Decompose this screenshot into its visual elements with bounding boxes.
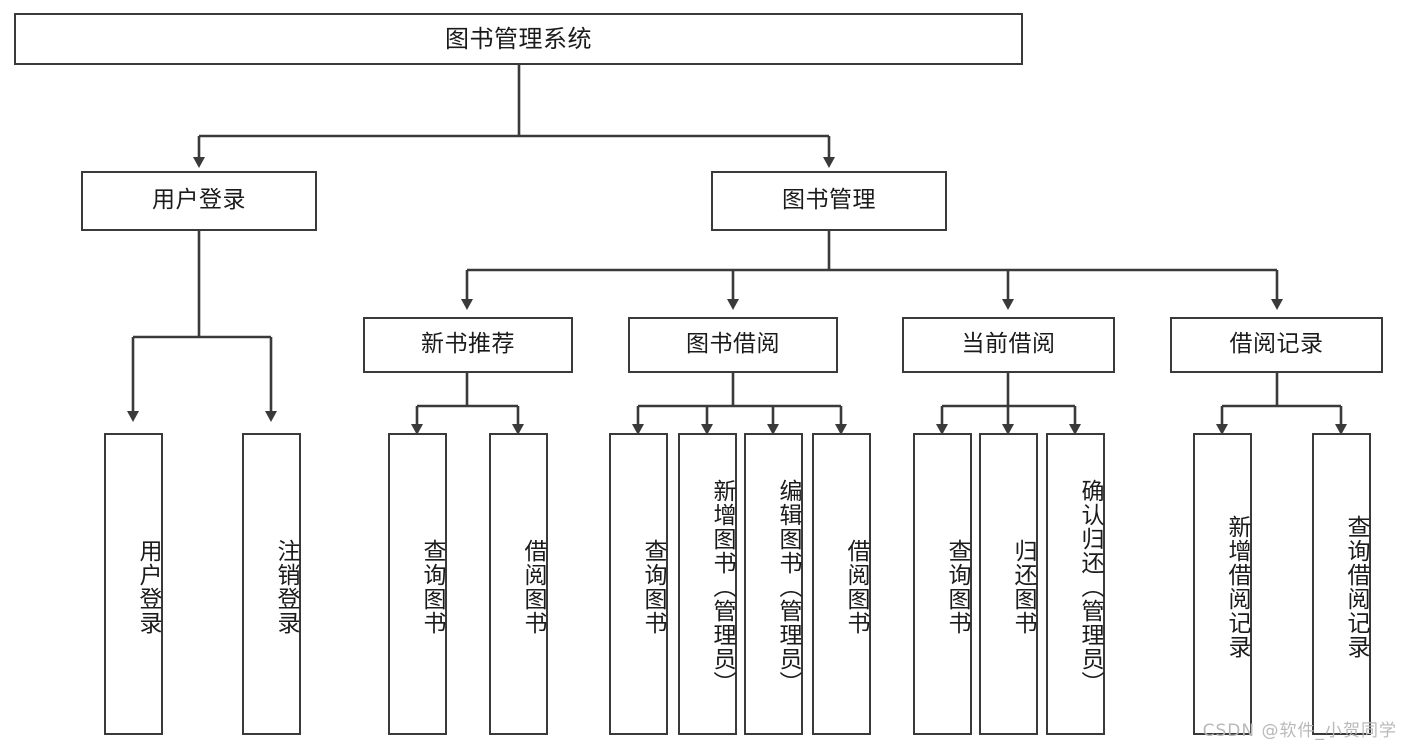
leaf-current-borrow-query-book[interactable]: 查询图书 bbox=[913, 433, 972, 735]
node-current-borrow[interactable]: 当前借阅 bbox=[902, 317, 1115, 373]
leaf-book-borrow-edit-book-admin[interactable]: 编辑图书（管理员） bbox=[744, 433, 803, 735]
node-new-book-recommend[interactable]: 新书推荐 bbox=[363, 317, 573, 373]
leaf-book-borrow-add-book-admin[interactable]: 新增图书（管理员） bbox=[678, 433, 737, 735]
leaf-borrow-record-add-record[interactable]: 新增借阅记录 bbox=[1193, 433, 1252, 735]
leaf-book-borrow-borrow-book[interactable]: 借阅图书 bbox=[812, 433, 871, 735]
leaf-user-login-logout[interactable]: 注销登录 bbox=[242, 433, 301, 735]
leaf-new-book-borrow-book[interactable]: 借阅图书 bbox=[489, 433, 548, 735]
node-book-management[interactable]: 图书管理 bbox=[711, 171, 947, 231]
node-borrow-record[interactable]: 借阅记录 bbox=[1170, 317, 1383, 373]
watermark-text: CSDN @软件_小贺同学 bbox=[1202, 721, 1397, 741]
leaf-new-book-query-book[interactable]: 查询图书 bbox=[388, 433, 447, 735]
leaf-current-borrow-confirm-return-admin[interactable]: 确认归还（管理员） bbox=[1046, 433, 1105, 735]
node-user-login[interactable]: 用户登录 bbox=[81, 171, 317, 231]
leaf-user-login-login[interactable]: 用户登录 bbox=[104, 433, 163, 735]
leaf-current-borrow-return-book[interactable]: 归还图书 bbox=[979, 433, 1038, 735]
node-book-borrow[interactable]: 图书借阅 bbox=[628, 317, 838, 373]
node-root-library-management-system[interactable]: 图书管理系统 bbox=[14, 13, 1023, 65]
leaf-book-borrow-query-book[interactable]: 查询图书 bbox=[609, 433, 668, 735]
leaf-borrow-record-query-record[interactable]: 查询借阅记录 bbox=[1312, 433, 1371, 735]
